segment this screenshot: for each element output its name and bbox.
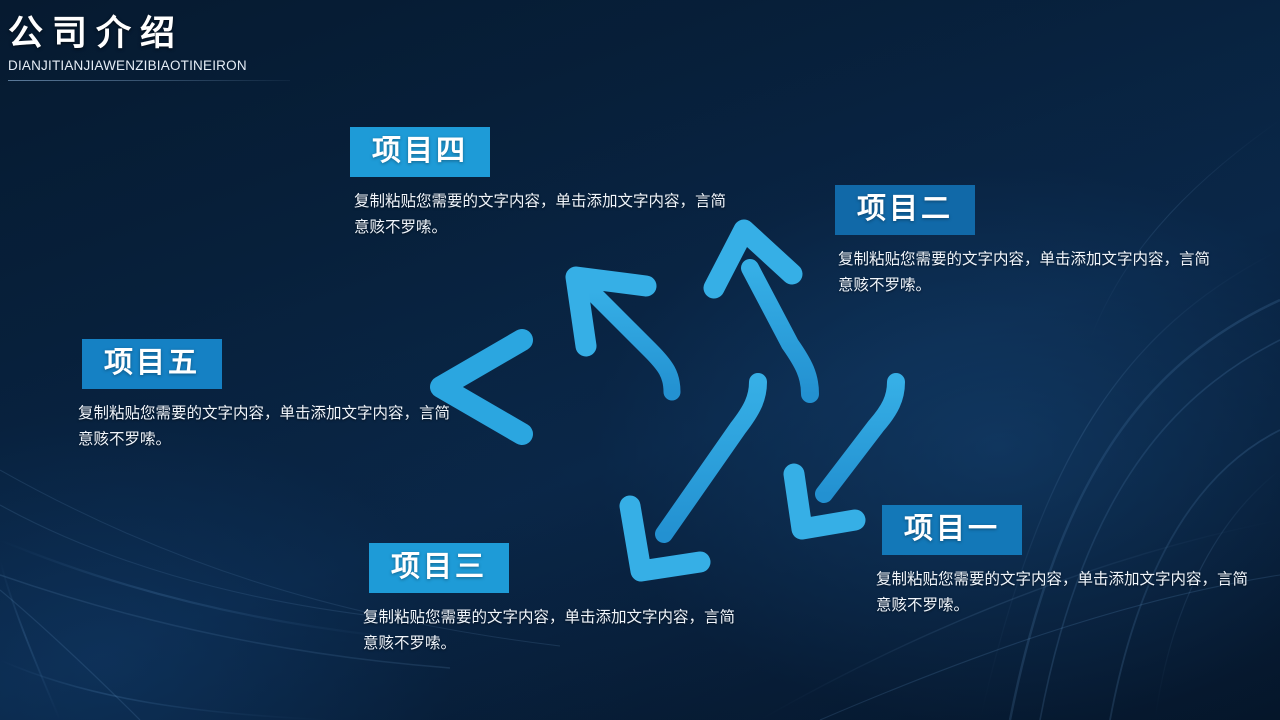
item-four-body: 复制粘贴您需要的文字内容，单击添加文字内容，言简意赅不罗嗦。 [354,193,727,236]
item-block-four[interactable]: 项目四 复制粘贴您需要的文字内容，单击添加文字内容，言简意赅不罗嗦。 [350,127,726,240]
arrow-branch-down-left [619,373,767,582]
item-three-body: 复制粘贴您需要的文字内容，单击添加文字内容，言简意赅不罗嗦。 [363,609,736,652]
item-two-label[interactable]: 项目二 [835,185,976,236]
page-title: 公司介绍 [8,14,185,53]
item-three-label[interactable]: 项目三 [369,543,510,594]
page-subtitle: DIANJITIANJIAWENZIBIAOTINEIRON [8,58,247,74]
slide-header: 公司介绍 DIANJITIANJIAWENZIBIAOTINEIRON [8,14,308,81]
item-one-body: 复制粘贴您需要的文字内容，单击添加文字内容，言简意赅不罗嗦。 [876,571,1249,614]
item-five-label[interactable]: 项目五 [82,339,223,390]
arrow-branch-down-right [783,373,905,540]
header-divider [8,80,290,81]
item-block-five[interactable]: 项目五 复制粘贴您需要的文字内容，单击添加文字内容，言简意赅不罗嗦。 [78,339,450,452]
item-block-one[interactable]: 项目一 复制粘贴您需要的文字内容，单击添加文字内容，言简意赅不罗嗦。 [876,505,1256,618]
arrow-branch-up-left [565,266,681,401]
item-block-three[interactable]: 项目三 复制粘贴您需要的文字内容，单击添加文字内容，言简意赅不罗嗦。 [363,543,735,656]
item-block-two[interactable]: 项目二 复制粘贴您需要的文字内容，单击添加文字内容，言简意赅不罗嗦。 [835,185,1210,298]
item-five-body: 复制粘贴您需要的文字内容，单击添加文字内容，言简意赅不罗嗦。 [78,405,451,448]
item-two-body: 复制粘贴您需要的文字内容，单击添加文字内容，言简意赅不罗嗦。 [838,251,1211,294]
arrow-branch-up-right [703,219,819,403]
item-one-label[interactable]: 项目一 [882,505,1023,556]
arrow-trunk-left [430,329,1280,445]
item-four-label[interactable]: 项目四 [350,127,491,178]
